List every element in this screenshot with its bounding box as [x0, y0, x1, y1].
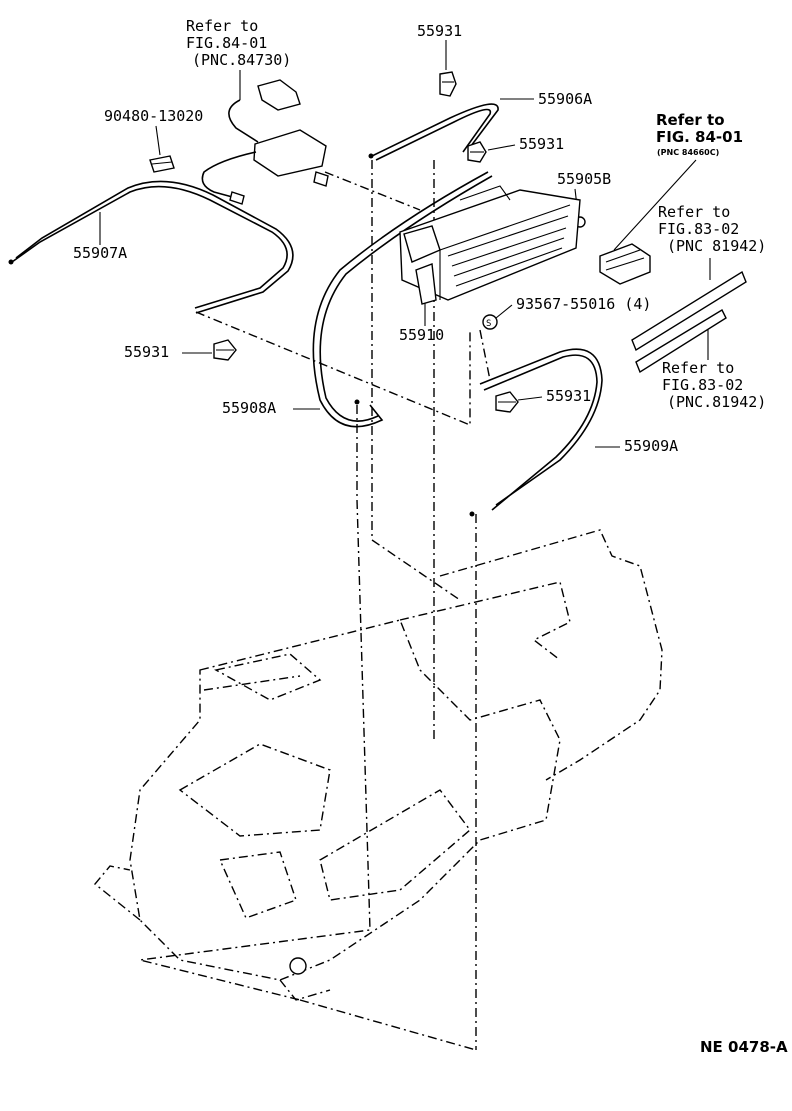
cable-55908A — [312, 171, 493, 428]
screw-93567-icon: S — [482, 314, 498, 330]
label-55910: 55910 — [399, 326, 444, 344]
footer-code: NE 0478-A — [700, 1038, 788, 1056]
ref-fig8401-a-line2: FIG.84-01 — [186, 34, 267, 52]
ref-fig8401-a-line3: (PNC.84730) — [192, 51, 291, 69]
label-55931-left: 55931 — [124, 343, 169, 361]
label-55931-mid: 55931 — [519, 135, 564, 153]
label-55907A: 55907A — [73, 244, 127, 262]
ref-fig8302-a: Refer to FIG.83-02 (PNC 81942) — [658, 203, 766, 255]
leader-lines — [99, 40, 711, 448]
label-55909A: 55909A — [624, 437, 678, 455]
cable-55907A — [8, 180, 294, 314]
ref-fig8302-a-line2: FIG.83-02 — [658, 220, 739, 238]
label-93567-55016: 93567-55016 (4) — [516, 295, 651, 313]
heater-unit-housing-icon — [94, 529, 663, 1001]
ref-fig8302-a-line3: (PNC 81942) — [667, 237, 766, 255]
cable-55906A — [368, 103, 499, 161]
ref-fig8401-a: Refer to FIG.84-01 (PNC.84730) — [186, 17, 291, 69]
label-90480-13020: 90480-13020 — [104, 107, 203, 125]
label-55906A: 55906A — [538, 90, 592, 108]
blower-switch-icon — [201, 79, 329, 205]
ornament-plate-b-icon — [635, 309, 727, 374]
heater-control-assembly-icon — [399, 185, 581, 305]
ref-fig8302-a-line1: Refer to — [658, 203, 730, 221]
clip-55931-right-icon — [495, 391, 519, 413]
assembly-lines — [139, 160, 491, 1051]
bulb-90480-icon — [149, 155, 175, 173]
clip-55931-top-icon — [439, 71, 457, 97]
ornament-plate-a-icon — [631, 270, 747, 352]
ref-fig8302-b: Refer to FIG.83-02 (PNC.81942) — [662, 359, 766, 411]
ref-fig8401-a-line1: Refer to — [186, 17, 258, 35]
ref-fig8401-b-line3: (PNC 84660C) — [657, 148, 719, 157]
ref-fig8401-b-line1: Refer to — [656, 111, 725, 129]
control-panel-icon — [599, 243, 651, 285]
ref-fig8302-b-line1: Refer to — [662, 359, 734, 377]
label-55931-right: 55931 — [546, 387, 591, 405]
ref-fig8302-b-line2: FIG.83-02 — [662, 376, 743, 394]
svg-text:S: S — [486, 319, 491, 329]
clip-55931-left-icon — [213, 339, 237, 361]
ref-fig8401-b: Refer to FIG. 84-01 (PNC 84660C) — [656, 111, 743, 157]
label-55908A: 55908A — [222, 399, 276, 417]
ref-fig8401-b-line2: FIG. 84-01 — [656, 128, 743, 146]
cable-55909A — [469, 348, 603, 517]
label-55931-top: 55931 — [417, 22, 462, 40]
label-55905B: 55905B — [557, 170, 611, 188]
clip-55931-mid-icon — [467, 141, 487, 163]
ref-fig8302-b-line3: (PNC.81942) — [667, 393, 766, 411]
